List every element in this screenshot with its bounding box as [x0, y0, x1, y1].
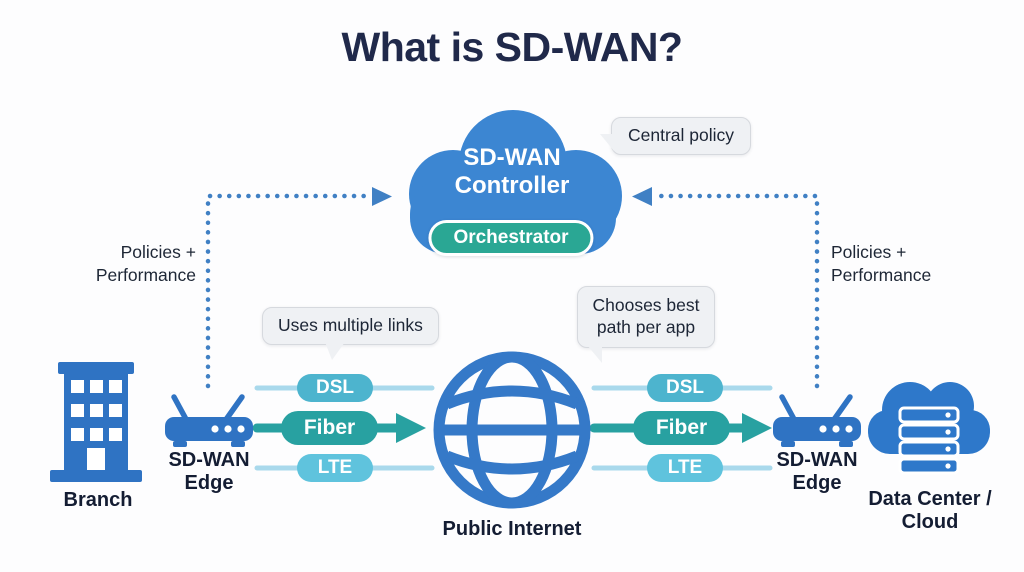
- dsl-pill-left: DSL: [297, 374, 373, 402]
- lte-pill-left: LTE: [297, 454, 373, 482]
- policies-flow-left-arrowhead: [372, 187, 392, 206]
- sdwan-edge-label-right: SD-WAN Edge: [776, 449, 858, 495]
- policies-flow-right-arrowhead: [632, 187, 652, 206]
- callout-uses-multiple-links: Uses multiple links: [262, 307, 439, 360]
- public-internet-label: Public Internet: [442, 518, 582, 540]
- lte-pill-right: LTE: [647, 454, 723, 482]
- server-rack-icon: [898, 406, 960, 475]
- sdwan-edge-label-left: SD-WAN Edge: [168, 449, 250, 495]
- dsl-pill-right: DSL: [647, 374, 723, 402]
- datacenter-cloud-icon: [868, 382, 990, 475]
- callout-chooses-best-path: Chooses best path per app: [577, 286, 715, 363]
- sdwan-edge-router-icon-left: [165, 394, 253, 447]
- fiber-pill-right: Fiber: [633, 411, 730, 445]
- fiber-pill-left: Fiber: [281, 411, 378, 445]
- branch-building-icon: [50, 362, 142, 482]
- callout-tail: [600, 133, 614, 151]
- diagram-title: What is SD-WAN?: [341, 24, 683, 70]
- callout-tail: [587, 344, 602, 363]
- public-internet-globe-icon: [433, 351, 591, 509]
- fiber-arrowhead-right: [742, 413, 772, 443]
- callout-tail: [325, 341, 345, 360]
- callout-central-policy: Central policy: [600, 117, 752, 155]
- policies-flow-right-dotted-line: [653, 193, 820, 389]
- callout-chooses-best-path-text: Chooses best path per app: [592, 295, 700, 337]
- branch-label: Branch: [63, 489, 133, 511]
- sdwan-edge-router-icon-right: [773, 394, 861, 447]
- orchestrator-badge: Orchestrator: [428, 220, 594, 256]
- policies-performance-label-right: Policies + Performance: [831, 242, 932, 286]
- callout-uses-multiple-links-text: Uses multiple links: [278, 315, 423, 335]
- policies-performance-label-left: Policies + Performance: [95, 242, 196, 286]
- controller-label: SD-WAN Controller: [454, 144, 570, 200]
- datacenter-label: Data Center / Cloud: [868, 488, 992, 534]
- policies-flow-left-dotted-line: [205, 193, 371, 389]
- callout-central-policy-text: Central policy: [628, 125, 735, 145]
- fiber-arrowhead-left: [396, 413, 426, 443]
